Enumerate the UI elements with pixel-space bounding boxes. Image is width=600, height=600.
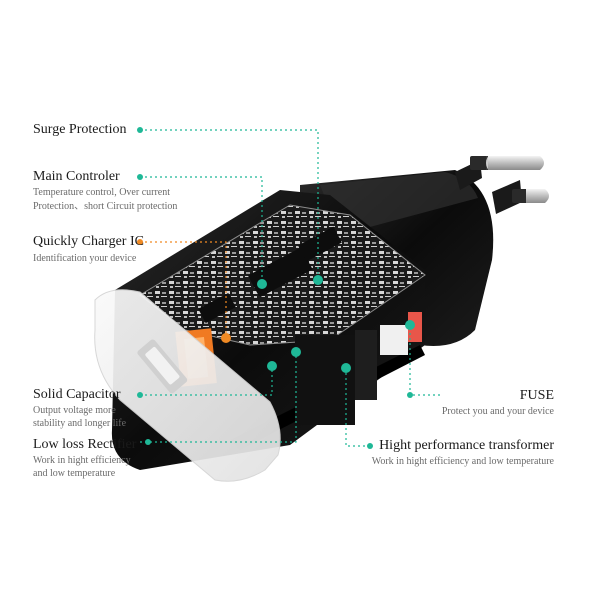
label-rectifier: Low loss Rectifier [33,437,137,452]
label-solid-capacitor: Solid Capacitor [33,387,121,402]
front-cover [94,289,281,482]
transformer-block [295,330,377,425]
quick-charger-desc: Identification your device [33,253,137,264]
label-fuse: FUSE [519,388,554,403]
solid-capacitor-desc-2: stability and longer life [33,418,127,429]
label-surge-protection: Surge Protection [33,122,127,137]
label-quick-charger-ic: Quickly Charger IC [33,234,144,249]
fuse-desc: Protect you and your device [441,406,554,417]
leader-lines [140,129,440,447]
main-controller-desc-1: Temperature control, Over current [33,187,171,198]
fuse-component [408,312,422,342]
label-transformer: Hight performance transformer [379,438,554,453]
rectifier-desc-1: Work in hight efficiency [33,455,131,466]
rectifier-desc-2: and low temperature [33,468,116,479]
main-controller-desc-2: Protection、short Circuit protection [33,201,178,212]
leader-dots [137,127,415,449]
transformer-desc: Work in hight efficiency and low tempera… [371,456,554,467]
pcb-right-plate [380,325,408,355]
eu-plug-pins-icon [455,156,549,214]
solid-capacitor-desc-1: Output voltage more [33,405,116,416]
circuit-board [139,204,426,346]
label-main-controller: Main Controler [33,169,120,184]
